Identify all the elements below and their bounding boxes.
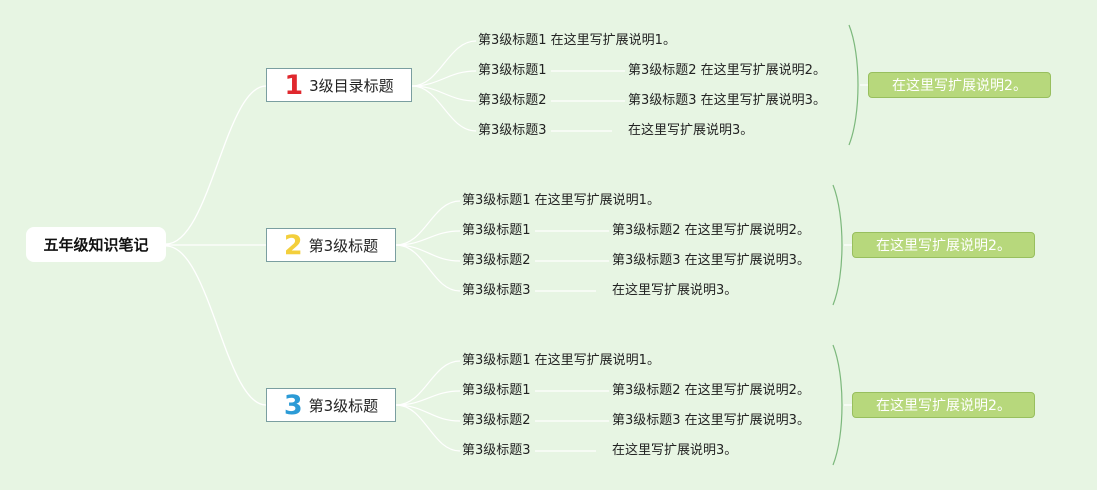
summary-box-2-label: 在这里写扩展说明2。 (876, 238, 1011, 254)
branch-2-item-4[interactable]: 第3级标题3 (462, 283, 531, 298)
summary-box-2[interactable]: 在这里写扩展说明2。 (852, 232, 1035, 258)
root-topic-label: 五年级知识笔记 (43, 236, 149, 254)
summary-bracket-1 (848, 24, 859, 146)
branch-2-item-3[interactable]: 第3级标题2 (462, 253, 531, 268)
number-1-icon: 1 (284, 69, 304, 101)
connector-root-branch-1 (165, 85, 267, 245)
root-topic[interactable]: 五年级知识笔记 (26, 227, 166, 262)
branch-2-item-4-detail[interactable]: 在这里写扩展说明3。 (612, 283, 738, 298)
connector-branch-1-items (411, 40, 625, 132)
summary-box-3[interactable]: 在这里写扩展说明2。 (852, 392, 1035, 418)
branch-2-item-2[interactable]: 第3级标题1 (462, 223, 531, 238)
number-2-icon: 2 (283, 229, 303, 261)
branch-topic-3-label: 第3级标题 (308, 396, 379, 415)
branch-topic-1[interactable]: 1 3级目录标题 (266, 68, 412, 102)
branch-3-item-1[interactable]: 第3级标题1 在这里写扩展说明1。 (462, 353, 660, 368)
branch-topic-2[interactable]: 2 第3级标题 (266, 228, 396, 262)
branch-2-item-1[interactable]: 第3级标题1 在这里写扩展说明1。 (462, 193, 660, 208)
branch-2-item-3-detail[interactable]: 第3级标题3 在这里写扩展说明3。 (612, 253, 810, 268)
branch-3-item-4[interactable]: 第3级标题3 (462, 443, 531, 458)
branch-1-item-3-detail[interactable]: 第3级标题3 在这里写扩展说明3。 (628, 93, 826, 108)
summary-box-1[interactable]: 在这里写扩展说明2。 (868, 72, 1051, 98)
summary-box-3-label: 在这里写扩展说明2。 (876, 398, 1011, 414)
branch-3-item-3[interactable]: 第3级标题2 (462, 413, 531, 428)
branch-1-item-2-detail[interactable]: 第3级标题2 在这里写扩展说明2。 (628, 63, 826, 78)
branch-3-item-2[interactable]: 第3级标题1 (462, 383, 531, 398)
branch-1-item-2[interactable]: 第3级标题1 (478, 63, 547, 78)
connector-branch-3-items (395, 360, 609, 452)
branch-1-item-1[interactable]: 第3级标题1 在这里写扩展说明1。 (478, 33, 676, 48)
connector-branch-2-items (395, 200, 609, 292)
summary-bracket-2 (832, 184, 843, 306)
branch-3-item-4-detail[interactable]: 在这里写扩展说明3。 (612, 443, 738, 458)
summary-box-1-label: 在这里写扩展说明2。 (892, 78, 1027, 94)
branch-2-item-2-detail[interactable]: 第3级标题2 在这里写扩展说明2。 (612, 223, 810, 238)
branch-1-item-4[interactable]: 第3级标题3 (478, 123, 547, 138)
summary-bracket-3 (832, 344, 843, 466)
branch-topic-1-label: 3级目录标题 (309, 76, 394, 95)
branch-1-item-4-detail[interactable]: 在这里写扩展说明3。 (628, 123, 754, 138)
branch-1-item-3[interactable]: 第3级标题2 (478, 93, 547, 108)
branch-3-item-3-detail[interactable]: 第3级标题3 在这里写扩展说明3。 (612, 413, 810, 428)
connector-root-branch-3 (165, 245, 267, 406)
branch-topic-3[interactable]: 3 第3级标题 (266, 388, 396, 422)
branch-topic-2-label: 第3级标题 (308, 236, 379, 255)
branch-3-item-2-detail[interactable]: 第3级标题2 在这里写扩展说明2。 (612, 383, 810, 398)
number-3-icon: 3 (283, 389, 303, 421)
